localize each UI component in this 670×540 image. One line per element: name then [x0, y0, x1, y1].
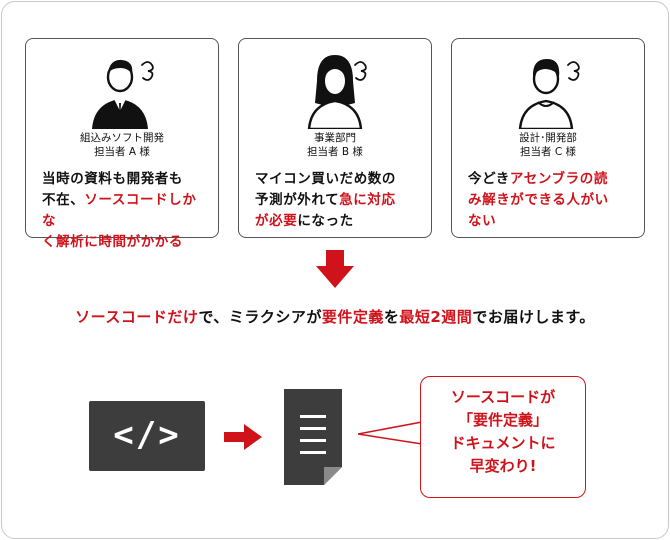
- person-suit-icon: [92, 59, 154, 129]
- down-arrow-icon: [316, 250, 354, 288]
- speech-bubble: ソースコードが 「要件定義」 ドキュメントに 早変わり!: [420, 376, 586, 498]
- card-b: 事業部門 担当者 B 様 マイコン買いだめ数の 予測が外れて急に対応 が必要にな…: [238, 38, 432, 238]
- quote-b: マイコン買いだめ数の 予測が外れて急に対応 が必要になった: [255, 171, 396, 229]
- quote-c: 今どきアセンブラの読 み解きができる人がい ない: [468, 171, 609, 229]
- role-label-a: 組込みソフト開発 担当者 A 様: [80, 132, 164, 158]
- code-icon: </>: [89, 401, 205, 471]
- quote-a: 当時の資料も開発者も 不在、ソースコードしかな く解析に時間がかかる: [42, 171, 197, 250]
- document-icon: [284, 389, 342, 485]
- code-glyph: </>: [113, 415, 181, 455]
- person-woman-icon: [307, 55, 367, 129]
- card-a: 組込みソフト開発 担当者 A 様 当時の資料も開発者も 不在、ソースコードしかな…: [25, 38, 219, 250]
- person-casual-icon: [518, 59, 580, 129]
- headline: ソースコードだけで、ミラクシアが要件定義を最短2週間でお届けします。: [75, 308, 595, 326]
- card-c: 設計･開発部 担当者 C 様 今どきアセンブラの読 み解きができる人がい ない: [451, 38, 645, 238]
- role-label-c: 設計･開発部 担当者 C 様: [519, 132, 577, 158]
- bubble-tail: [358, 421, 423, 445]
- right-arrow-icon: [224, 424, 262, 450]
- role-label-b: 事業部門 担当者 B 様: [307, 132, 363, 158]
